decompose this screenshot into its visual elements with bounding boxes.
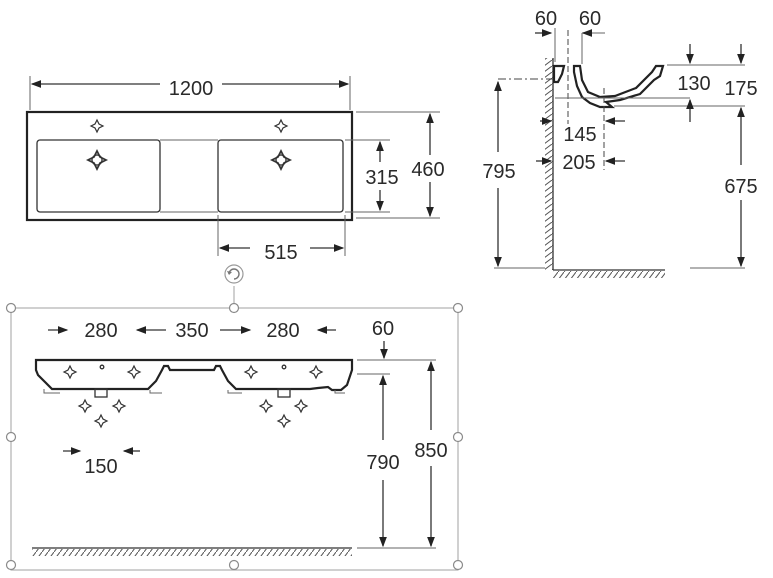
dim-basin-height: 790 [366, 452, 399, 474]
dim-mount-height: 795 [482, 161, 515, 183]
dim-basin-depth: 315 [365, 167, 398, 189]
resize-handle-icon[interactable] [452, 559, 464, 571]
dim-bottom-height: 675 [724, 176, 757, 198]
dim-drain-offset-outer: 205 [562, 152, 595, 174]
drain-icon [271, 150, 291, 170]
resize-handle-icon[interactable] [5, 302, 17, 314]
basin-right-outline [217, 139, 344, 213]
resize-handle-icon[interactable] [5, 559, 17, 571]
dim-rim-offset: 60 [579, 8, 601, 30]
resize-handle-icon[interactable] [228, 559, 240, 571]
countertop-outline [25, 110, 354, 222]
dim-drain-offset: 145 [563, 124, 596, 146]
dim-basin-width-left: 280 [84, 320, 117, 342]
dim-rim-height: 60 [372, 318, 394, 340]
tap-hole-icon [274, 119, 288, 133]
basin-left-outline [36, 139, 161, 213]
dim-basin-width-right: 280 [266, 320, 299, 342]
basin-front-outline [34, 358, 354, 392]
tap-hole-icon [90, 119, 104, 133]
drain-icon [87, 150, 107, 170]
floor-hatch [553, 271, 665, 278]
dim-wall-gap: 60 [535, 8, 557, 30]
top-view: 1200 460 315 515 [25, 76, 445, 264]
resize-handle-icon[interactable] [5, 431, 17, 443]
front-view: 280 350 280 60 150 790 850 [32, 318, 448, 556]
dim-basin-width: 515 [264, 242, 297, 264]
side-view: 60 60 130 175 145 205 795 675 [482, 8, 758, 278]
dim-bowl-depth: 130 [677, 73, 710, 95]
resize-handle-icon[interactable] [452, 302, 464, 314]
floor-hatch [32, 549, 352, 556]
dim-drain-spacing: 150 [84, 456, 117, 478]
wall-hatch [545, 58, 553, 270]
rotate-handle-icon[interactable] [224, 264, 244, 284]
resize-handle-icon[interactable] [228, 302, 240, 314]
resize-handle-icon[interactable] [452, 431, 464, 443]
dim-basin-gap: 350 [175, 320, 208, 342]
dim-total-depth: 175 [724, 78, 757, 100]
dim-width: 1200 [169, 78, 214, 100]
basin-side-outline [572, 64, 665, 109]
dim-depth: 460 [411, 159, 444, 181]
dim-total-height: 850 [414, 440, 447, 462]
selection-frame[interactable] [5, 264, 464, 571]
